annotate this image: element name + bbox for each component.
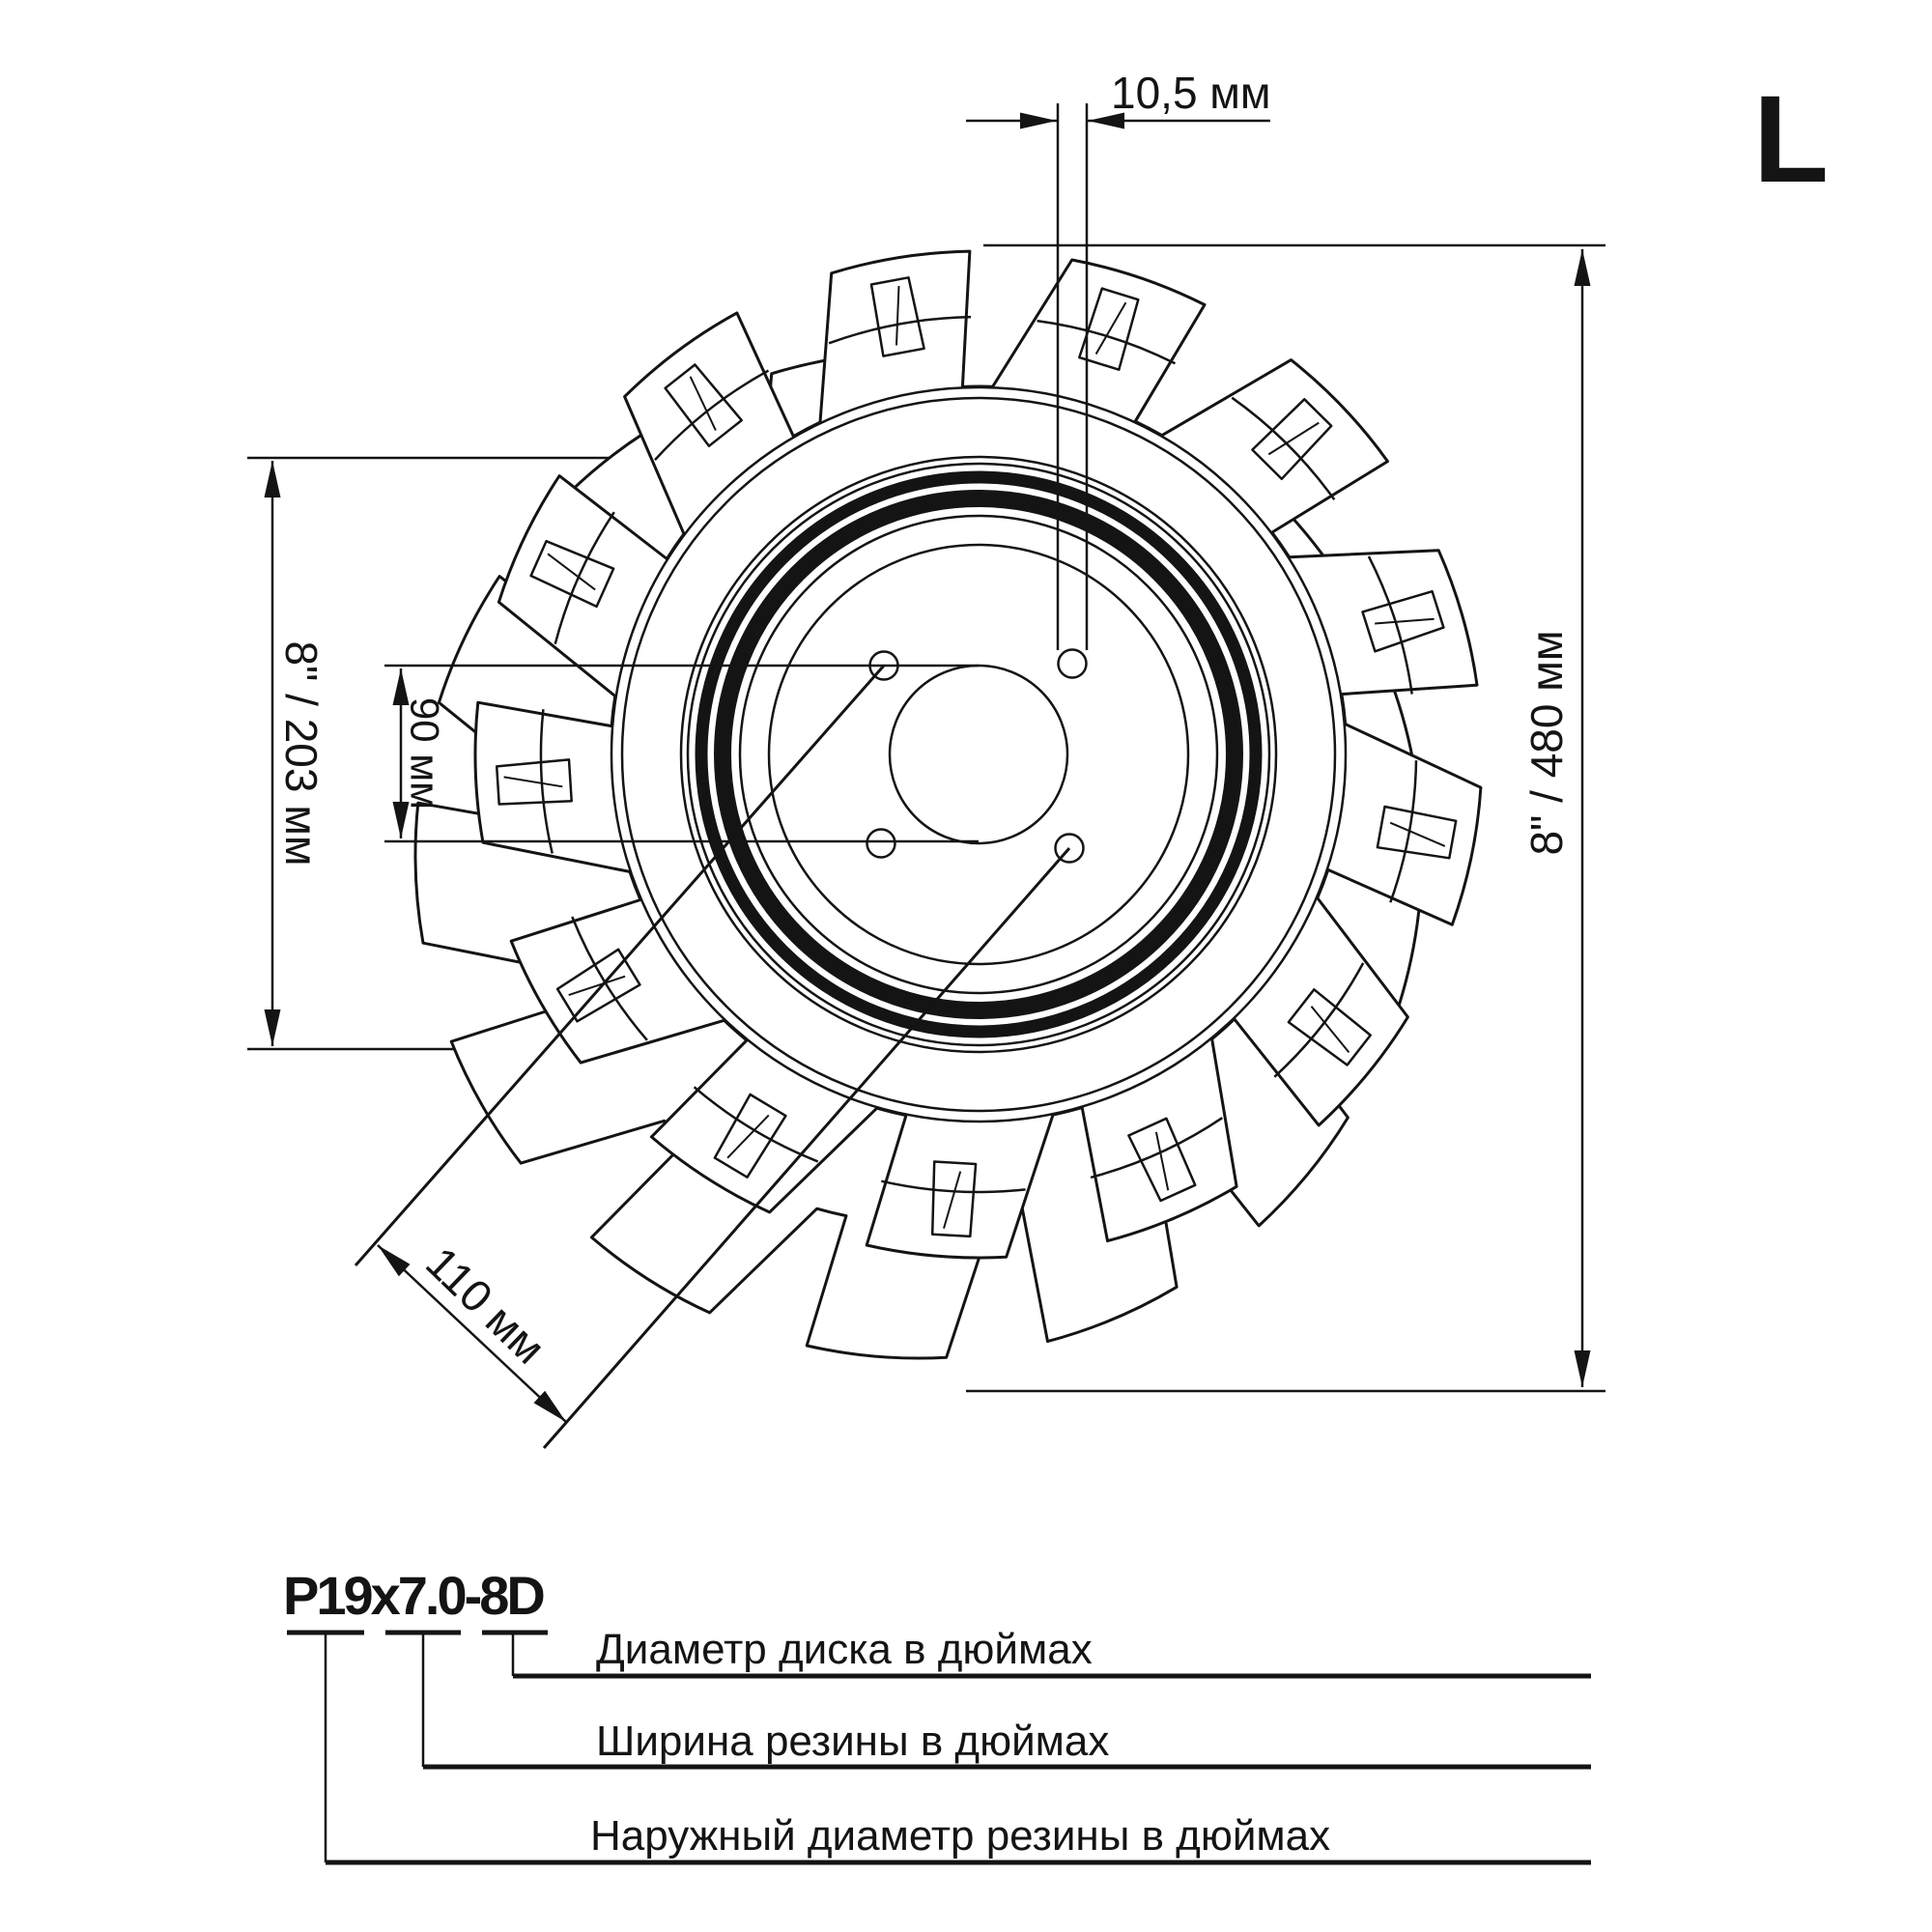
sidewall-rim-circle <box>767 543 1190 966</box>
rim-bead-ring <box>714 490 1243 1019</box>
sidewall-rim-circle <box>679 455 1278 1054</box>
tire-model-code: P19x7.0-8D <box>283 1565 544 1626</box>
diagonal-leader-upper <box>354 665 886 1266</box>
hub-bolt-hole <box>866 828 896 859</box>
sidewall-rim-circle <box>686 462 1271 1047</box>
legend-outer-diameter: Наружный диаметр резины в дюймах <box>590 1812 1330 1860</box>
diagonal-spacing-dim-line <box>377 1244 567 1423</box>
lug-sipe-inner-lines <box>503 285 1446 1229</box>
sidewall-rim-circle <box>620 396 1337 1113</box>
lug-face-edges <box>539 315 1418 1194</box>
hub-bolt-hole <box>1057 648 1088 679</box>
sidewall-rim-circle <box>738 514 1219 995</box>
sidewall-rim-circle <box>610 385 1348 1123</box>
diagonal-spacing-label: 110 мм <box>416 1236 555 1373</box>
tire-diameter-label: 8" / 480 мм <box>1521 630 1572 855</box>
legend-disk-diameter: Диаметр диска в дюймах <box>596 1626 1093 1673</box>
legend-lines <box>287 1630 1591 1865</box>
diagonal-leader-lower <box>542 847 1071 1449</box>
legend-tire-width: Ширина резины в дюймах <box>596 1718 1109 1765</box>
bolt-hole-diameter-label: 10,5 мм <box>1111 68 1271 118</box>
lug-sipe-slots <box>495 276 1458 1238</box>
wheel-illustration <box>413 249 1483 1360</box>
figure-letter: L <box>1753 71 1829 209</box>
dimension-annotations <box>264 103 1605 1449</box>
rim-diameter-label: 8" / 203 мм <box>276 640 327 866</box>
hub-center-bore <box>888 664 1069 845</box>
rim-bead-ring <box>695 470 1263 1038</box>
bolt-spacing-label: 90 мм <box>402 697 447 810</box>
